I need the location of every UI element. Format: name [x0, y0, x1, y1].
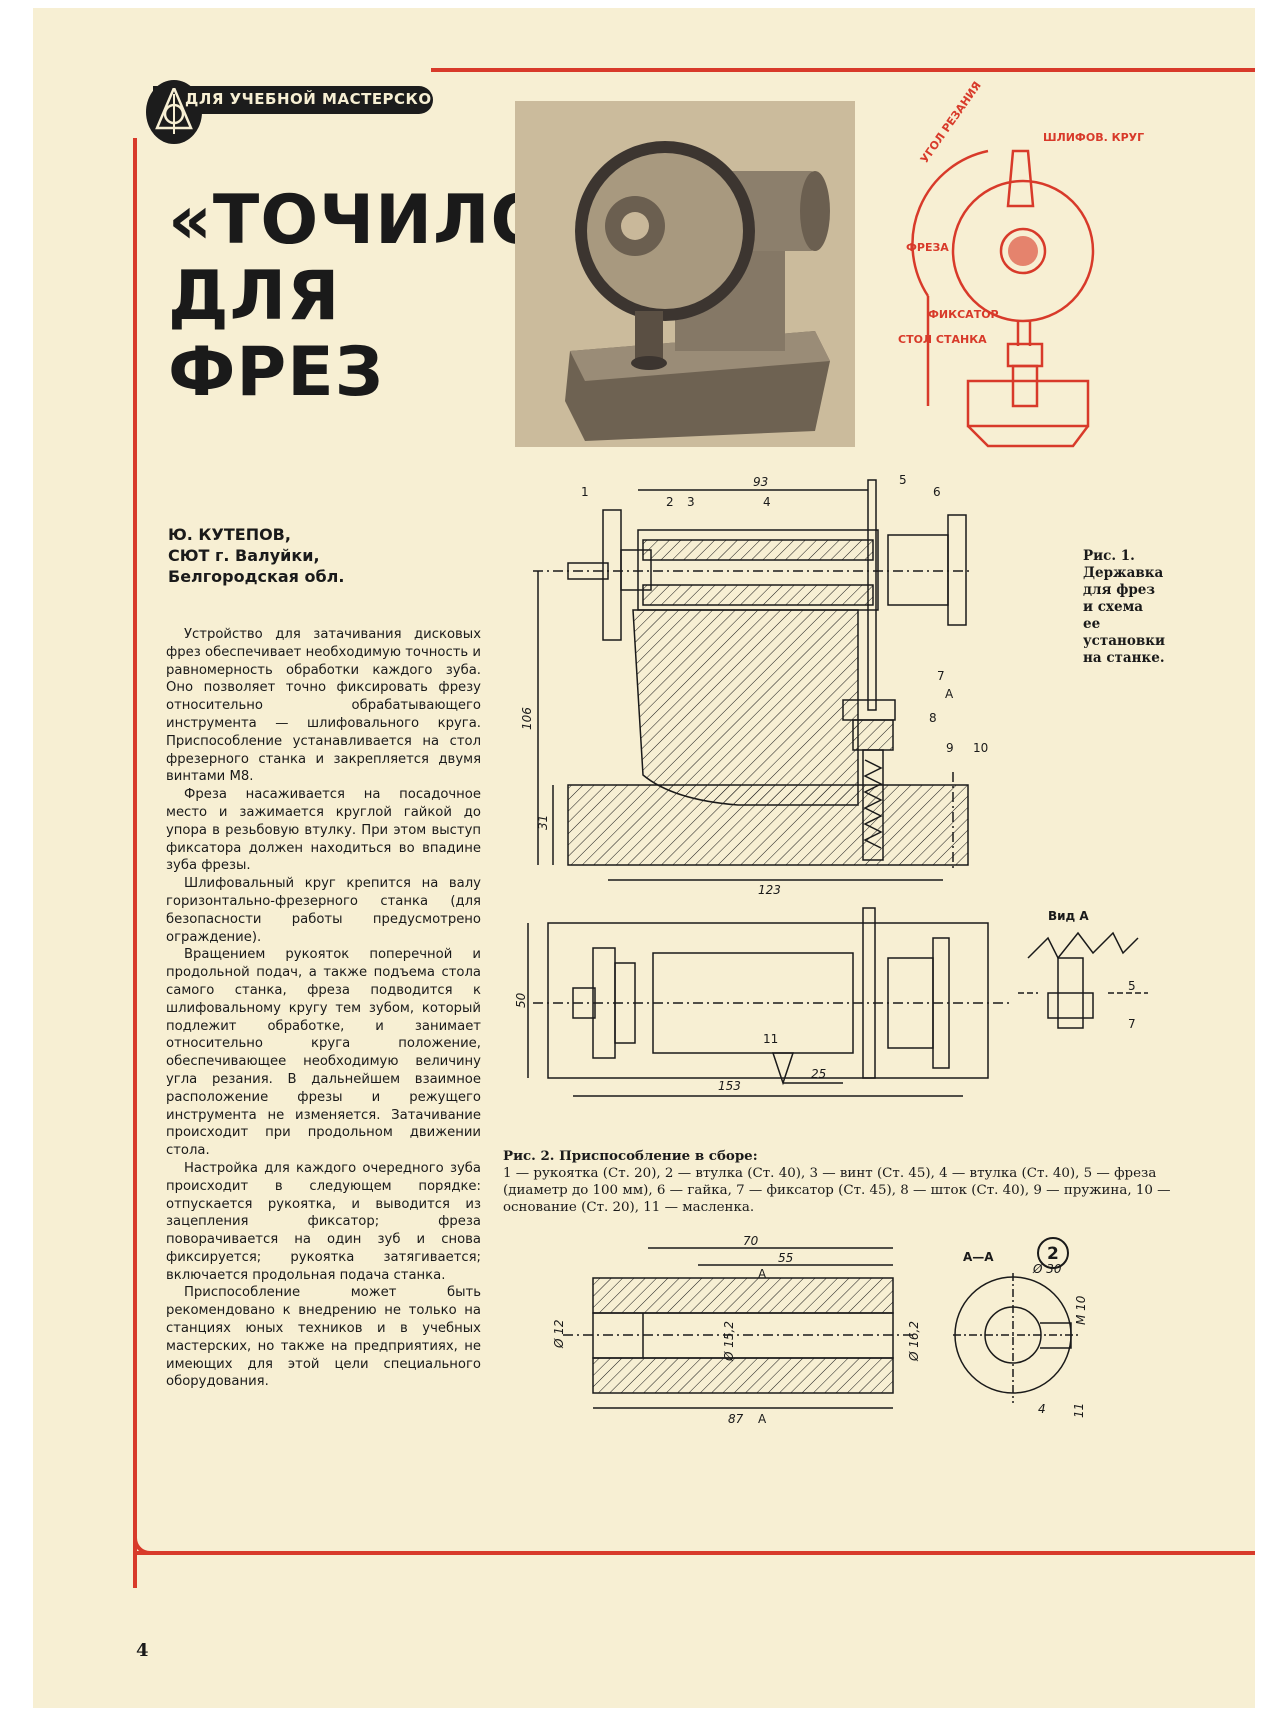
title-line-2: ДЛЯ: [168, 257, 341, 336]
part-4: 4: [763, 495, 771, 509]
label-machine-table: СТОЛ СТАНКА: [898, 333, 987, 346]
section-a-a-label: А—А: [963, 1250, 994, 1264]
dim-d152: Ø 15,2: [722, 1321, 736, 1362]
section-logo-icon: [146, 80, 202, 144]
dim-70: 70: [743, 1234, 759, 1248]
dim-93: 93: [753, 475, 768, 489]
caption-line: установки: [1083, 633, 1166, 649]
part-5: 5: [899, 473, 907, 487]
body-paragraph: Вращением рукояток поперечной и продольн…: [166, 947, 481, 1159]
section-title: ДЛЯ УЧЕБНОЙ МАСТЕРСКОЙ: [185, 90, 445, 108]
bottom-red-rule: [133, 1551, 1255, 1555]
arrow-a-label: А: [945, 687, 954, 701]
caption-line: для фрез: [1083, 582, 1156, 598]
caption-line: ее: [1083, 616, 1101, 632]
title-line-3: ФРЕЗ: [168, 333, 385, 412]
body-paragraph: Настройка для каждого очередного зуба пр…: [166, 1160, 481, 1283]
label-fixer: ФИКСАТОР: [928, 308, 999, 321]
dim-11: 11: [1072, 1403, 1086, 1418]
figure-2-number: 2: [1047, 1244, 1059, 1264]
device-photo: [515, 101, 855, 447]
body-paragraph: Устройство для затачивания дисковых фрез…: [166, 627, 481, 785]
part-2: 2: [666, 495, 674, 509]
part-9: 9: [946, 741, 954, 755]
dim-d12: Ø 12: [552, 1319, 566, 1349]
figure-2-caption: Рис. 2. Приспособление в сборе: 1 — руко…: [503, 1148, 1203, 1216]
view-a-part-7: 7: [1128, 1017, 1136, 1031]
part-8: 8: [929, 711, 937, 725]
figure-1-caption: Рис. 1. Державка для фрез и схема ее уст…: [1083, 548, 1223, 667]
installation-scheme: УГОЛ РЕЗАНИЯ ШЛИФОВ. КРУГ ФРЕЗА ФИКСАТОР…: [898, 79, 1144, 448]
dim-31: 31: [536, 815, 550, 830]
left-red-rule: [133, 138, 137, 1588]
caption-line: Рис. 1.: [1083, 548, 1135, 564]
dim-m10: М 10: [1074, 1295, 1088, 1325]
author-name: Ю. КУТЕПОВ,: [168, 525, 291, 544]
label-cutting-angle: УГОЛ РЕЗАНИЯ: [918, 79, 984, 166]
caption-line: и схема: [1083, 599, 1144, 615]
author-region: Белгородская обл.: [168, 567, 345, 586]
caption-line: Державка: [1083, 565, 1164, 581]
dim-106: 106: [520, 707, 534, 730]
section-arrow-a-top: А: [758, 1267, 767, 1281]
part-1: 1: [581, 485, 589, 499]
label-cutter: ФРЕЗА: [906, 241, 949, 254]
magazine-page: ДЛЯ УЧЕБНОЙ МАСТЕРСКОЙ «ТОЧИЛО» ДЛЯ ФРЕЗ…: [33, 8, 1255, 1708]
dim-153: 153: [718, 1079, 741, 1093]
author-block: Ю. КУТЕПОВ, СЮТ г. Валуйки, Белгородская…: [168, 524, 344, 587]
body-paragraph: Приспособление может быть рекомендовано …: [166, 1285, 481, 1390]
section-drawing: 93 106 31 123 1 2 3 4 5 6 7 А 8 9 10: [520, 473, 988, 897]
part-7: 7: [937, 669, 945, 683]
body-paragraph: Шлифовальный круг крепится на валу гориз…: [166, 876, 481, 945]
part-11: 11: [763, 1032, 778, 1046]
label-grinding-wheel: ШЛИФОВ. КРУГ: [1043, 131, 1144, 144]
figure-2-parts-list: 1 — рукоятка (Ст. 20), 2 — втулка (Ст. 4…: [503, 1166, 1171, 1215]
view-a-part-5: 5: [1128, 979, 1136, 993]
dim-4: 4: [1038, 1402, 1046, 1416]
part-10: 10: [973, 741, 988, 755]
dim-d30: Ø 30: [1032, 1262, 1062, 1276]
part-3: 3: [687, 495, 695, 509]
dim-123: 123: [758, 883, 781, 897]
top-red-rule: [431, 68, 1255, 72]
dim-d162: Ø 16,2: [907, 1321, 921, 1362]
device-photo-illustration: [515, 101, 855, 447]
dim-55: 55: [778, 1251, 793, 1265]
dim-50: 50: [514, 992, 528, 1008]
top-view-drawing: 50 153 25 11: [514, 907, 1013, 1097]
view-a-label: Вид А: [1048, 909, 1089, 923]
dim-87: 87: [728, 1412, 744, 1426]
red-rule-corner: [133, 1538, 165, 1555]
page-number: 4: [136, 1640, 149, 1661]
section-arrow-a-bottom: А: [758, 1412, 767, 1426]
sleeve-drawing: 70 55 87 Ø 12 Ø 15,2 Ø 16,2 Ø 30 М 10 4 …: [552, 1234, 1088, 1426]
author-org: СЮТ г. Валуйки,: [168, 546, 320, 565]
part-6: 6: [933, 485, 941, 499]
view-a-drawing: Вид А 5 7: [1018, 909, 1148, 1031]
figure-2-heading: Рис. 2. Приспособление в сборе:: [503, 1148, 758, 1164]
caption-line: на станке.: [1083, 650, 1165, 666]
article-body: Устройство для затачивания дисковых фрез…: [166, 626, 481, 1391]
dim-25: 25: [811, 1067, 826, 1081]
body-paragraph: Фреза насаживается на посадочное место и…: [166, 787, 481, 874]
